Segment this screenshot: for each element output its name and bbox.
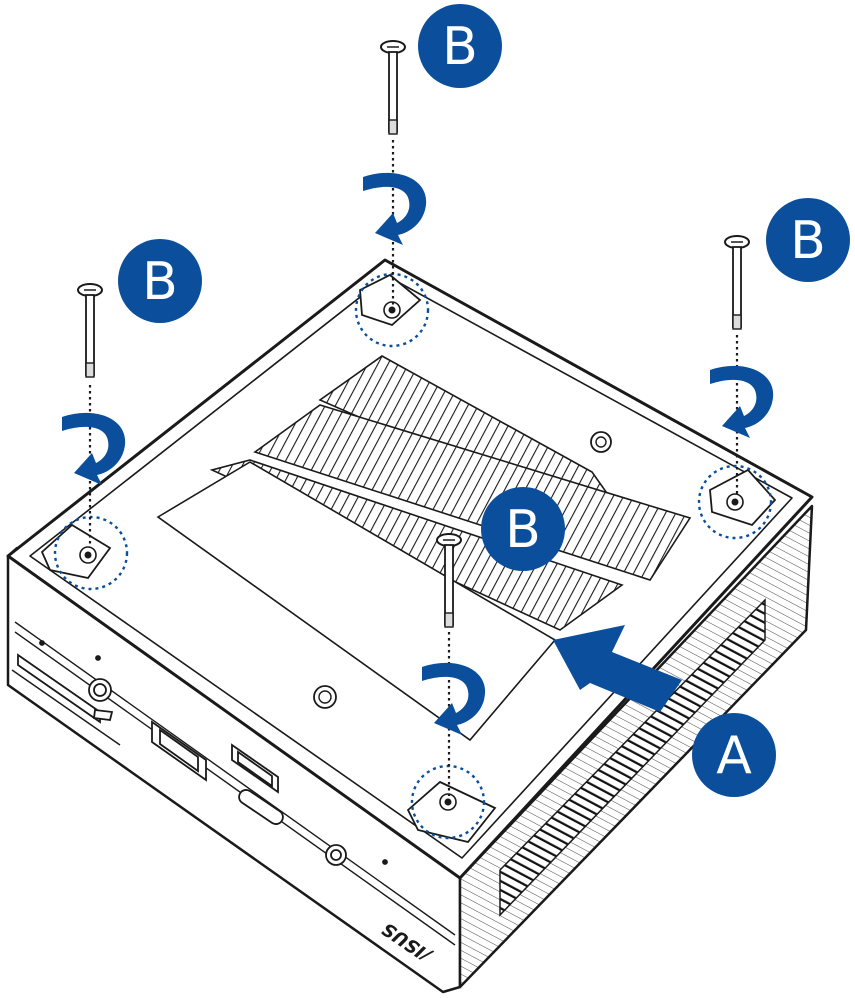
vent-strip <box>253 404 692 581</box>
rotate-arrow-icon <box>363 172 427 245</box>
svg-text:B: B <box>790 211 826 271</box>
screw-icon-right <box>724 235 750 330</box>
rotate-arrow-icon <box>62 412 126 485</box>
rotate-arrow-icon <box>422 662 486 735</box>
rotate-arrow-icon <box>710 365 774 438</box>
screw-hole-left <box>40 515 129 591</box>
callout-b-center: B <box>481 487 565 571</box>
callout-b-right: B <box>766 198 850 282</box>
led-dot <box>95 655 101 661</box>
screw-icon-left <box>77 283 103 378</box>
svg-text:B: B <box>142 252 178 312</box>
front-trim <box>11 621 456 946</box>
svg-text:B: B <box>442 17 478 77</box>
card-slot <box>17 653 101 724</box>
usb-c-port <box>238 789 284 825</box>
cover-holes <box>313 431 612 709</box>
svg-text:B: B <box>505 500 541 560</box>
callout-b-top: B <box>418 4 502 88</box>
led-dot <box>382 859 388 865</box>
screw-icon-top <box>380 40 406 135</box>
led-dot <box>39 640 45 646</box>
screw-icon-bottom <box>436 533 462 628</box>
slide-arrow-icon <box>553 625 682 712</box>
screw-hole-right <box>697 464 777 540</box>
front-ports <box>17 640 388 866</box>
cover-bevel <box>29 275 793 859</box>
side-vent <box>499 598 766 917</box>
callout-a: A <box>692 713 776 797</box>
screw-hole-highlight <box>697 464 773 540</box>
screw-hole-bottom <box>406 764 497 844</box>
svg-text:A: A <box>716 726 752 786</box>
callout-b-left: B <box>118 239 202 323</box>
